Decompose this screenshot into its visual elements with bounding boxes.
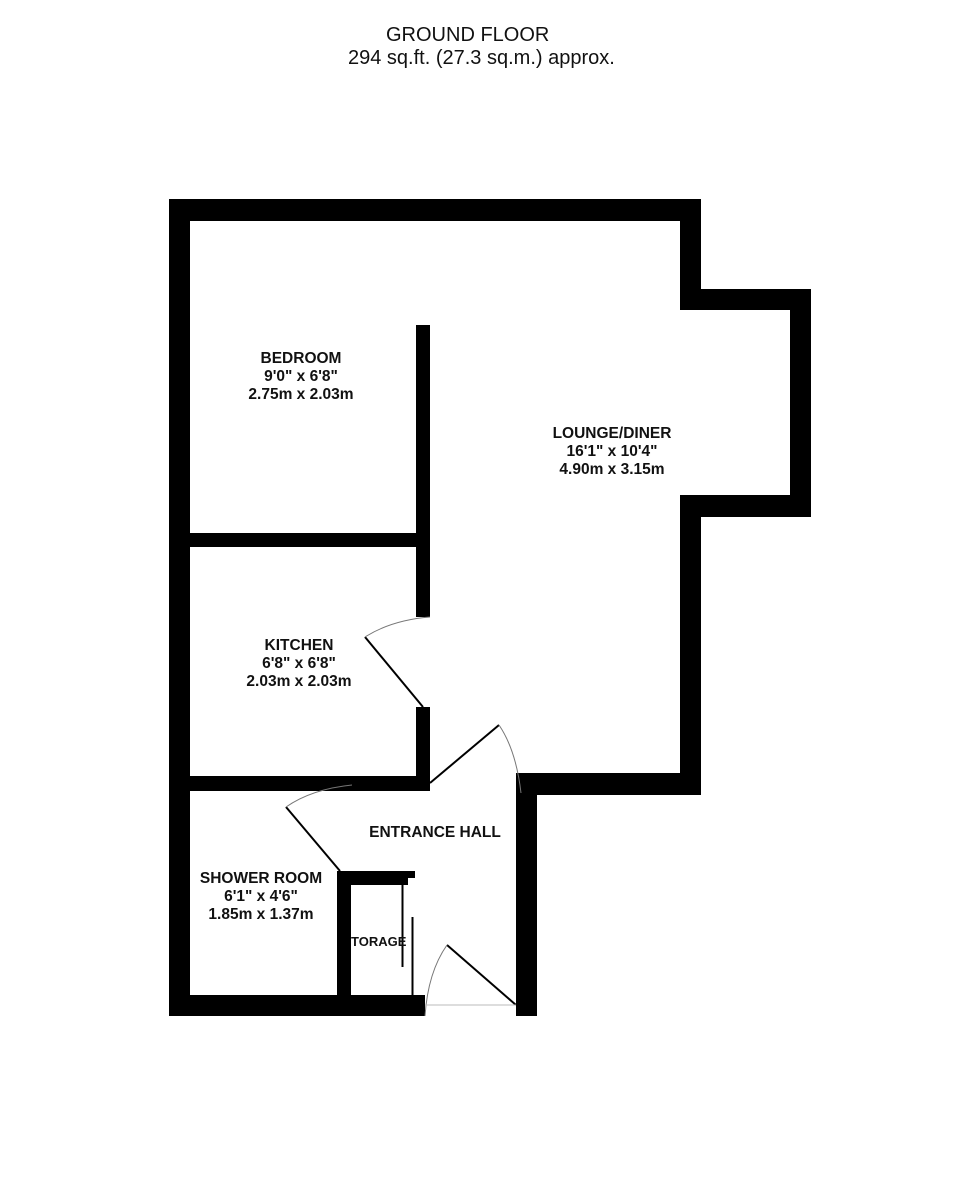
room-label-bedroom: BEDROOM 9'0" x 6'8" 2.75m x 2.03m bbox=[248, 350, 353, 404]
floor-title: GROUND FLOOR bbox=[386, 24, 550, 46]
wall-bay-top bbox=[680, 289, 811, 310]
wall-left bbox=[169, 199, 190, 1016]
room-name: SHOWER ROOM bbox=[199, 870, 323, 887]
room-label-storage: TORAGE bbox=[351, 934, 407, 949]
walls bbox=[169, 199, 811, 1016]
wall-bedroom-bottom bbox=[190, 533, 430, 547]
shower-door bbox=[285, 784, 353, 872]
wall-storage-top-inner bbox=[337, 878, 408, 885]
wall-right-upper bbox=[680, 199, 701, 310]
floor-area: 294 sq.ft. (27.3 sq.m.) approx. bbox=[348, 47, 615, 69]
room-dim-metric: 2.75m x 2.03m bbox=[248, 386, 354, 403]
room-label-shower: SHOWER ROOM 6'1" x 4'6" 1.85m x 1.37m bbox=[200, 870, 322, 924]
wall-top bbox=[169, 199, 701, 221]
wall-bedroom-partition bbox=[416, 325, 430, 617]
room-label-kitchen: KITCHEN 6'8" x 6'8" 2.03m x 2.03m bbox=[246, 637, 351, 691]
room-label-hall: ENTRANCE HALL bbox=[369, 824, 501, 842]
room-dim-metric: 4.90m x 3.15m bbox=[559, 461, 665, 478]
wall-right-lower bbox=[680, 495, 701, 795]
room-dim-imperial: 6'8" x 6'8" bbox=[262, 655, 336, 672]
room-name: BEDROOM bbox=[260, 350, 342, 367]
front-door bbox=[424, 944, 517, 1017]
wall-bay-bottom bbox=[680, 495, 811, 517]
room-dim-imperial: 6'1" x 4'6" bbox=[224, 888, 298, 905]
room-dim-imperial: 9'0" x 6'8" bbox=[264, 368, 338, 385]
room-dim-imperial: 16'1" x 10'4" bbox=[566, 443, 658, 460]
room-dim-metric: 1.85m x 1.37m bbox=[208, 906, 314, 923]
wall-storage-left bbox=[337, 871, 351, 1000]
wall-bay-right bbox=[790, 289, 811, 517]
room-name: ENTRANCE HALL bbox=[369, 824, 501, 841]
plan-header: GROUND FLOOR 294 sq.ft. (27.3 sq.m.) app… bbox=[0, 0, 980, 80]
wall-hall-right bbox=[516, 773, 537, 1016]
wall-bottom bbox=[169, 995, 425, 1016]
room-label-lounge: LOUNGE/DINER 16'1" x 10'4" 4.90m x 3.15m bbox=[553, 425, 672, 479]
room-dim-metric: 2.03m x 2.03m bbox=[246, 673, 352, 690]
wall-lounge-bottom bbox=[516, 773, 701, 795]
lounge-door bbox=[429, 724, 522, 794]
room-name: KITCHEN bbox=[264, 637, 334, 654]
kitchen-door bbox=[364, 616, 431, 708]
wall-storage-top bbox=[337, 871, 415, 878]
room-name: LOUNGE/DINER bbox=[552, 425, 672, 442]
wall-kitchen-partition bbox=[416, 707, 430, 791]
wall-kitchen-bottom bbox=[190, 776, 430, 791]
